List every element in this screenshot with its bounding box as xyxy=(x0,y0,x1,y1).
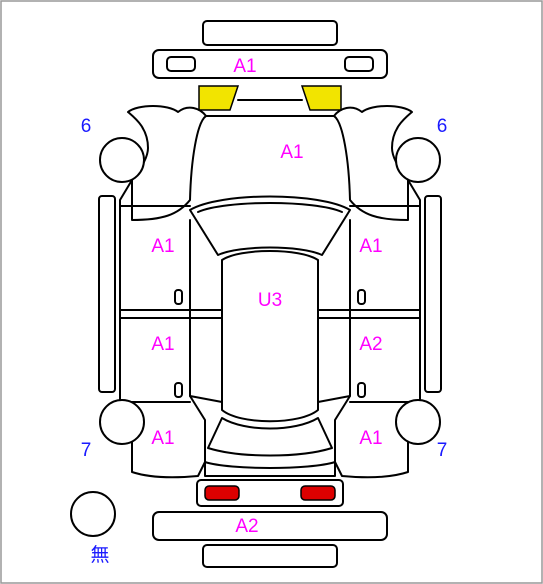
windshield xyxy=(189,195,351,256)
roof-grade: U3 xyxy=(258,290,282,311)
front-right-headlight[interactable] xyxy=(300,85,342,111)
front-right-wheel[interactable] xyxy=(395,137,441,183)
rear-left-wheel[interactable] xyxy=(99,399,145,445)
left-front-door-grade: A1 xyxy=(151,236,174,257)
front-left-fog-lamp xyxy=(166,56,196,72)
left-rear-door-grade: A1 xyxy=(151,334,174,355)
rear-left-tail-light[interactable] xyxy=(204,485,240,501)
front-bumper[interactable] xyxy=(152,49,388,79)
right-body-side xyxy=(334,179,421,479)
front-right-fog-lamp xyxy=(344,56,374,72)
front-left-wheel[interactable] xyxy=(99,137,145,183)
left-front-door-handle xyxy=(174,289,183,305)
right-rear-door-grade: A2 xyxy=(359,334,382,355)
right-front-door-grade: A1 xyxy=(359,236,382,257)
rear-plate[interactable] xyxy=(202,544,338,568)
left-rear-fender-grade: A1 xyxy=(151,428,174,449)
right-c-pillar xyxy=(317,395,351,403)
front-bumper-grade: A1 xyxy=(233,56,256,77)
body-outline xyxy=(127,105,413,221)
front-left-headlight[interactable] xyxy=(198,85,240,111)
hood-grade: A1 xyxy=(280,142,303,163)
right-front-door-handle xyxy=(357,289,366,305)
front-plate[interactable] xyxy=(202,20,338,46)
rear-right-wheel[interactable] xyxy=(395,399,441,445)
right-side-sill[interactable] xyxy=(424,195,442,393)
trunk-lid[interactable] xyxy=(204,461,336,477)
rear-right-wheel-number: 7 xyxy=(437,440,448,461)
spare-tire-label: 無 xyxy=(90,544,109,566)
roof-panel[interactable] xyxy=(221,250,319,423)
left-rear-door-handle xyxy=(174,382,183,398)
rear-bumper-grade: A2 xyxy=(235,516,258,537)
windshield-inner xyxy=(197,202,343,213)
right-rear-fender-grade: A1 xyxy=(359,428,382,449)
left-side-sill[interactable] xyxy=(98,195,116,393)
rear-window xyxy=(207,417,333,457)
front-left-wheel-number: 6 xyxy=(81,116,92,137)
spare-tire[interactable] xyxy=(70,491,116,537)
front-right-wheel-number: 6 xyxy=(437,116,448,137)
rear-right-tail-light[interactable] xyxy=(300,485,336,501)
left-body-side xyxy=(119,179,206,479)
left-c-pillar xyxy=(189,395,223,403)
right-rear-door-handle xyxy=(357,382,366,398)
rear-bumper[interactable] xyxy=(152,511,388,541)
rear-left-wheel-number: 7 xyxy=(81,440,92,461)
